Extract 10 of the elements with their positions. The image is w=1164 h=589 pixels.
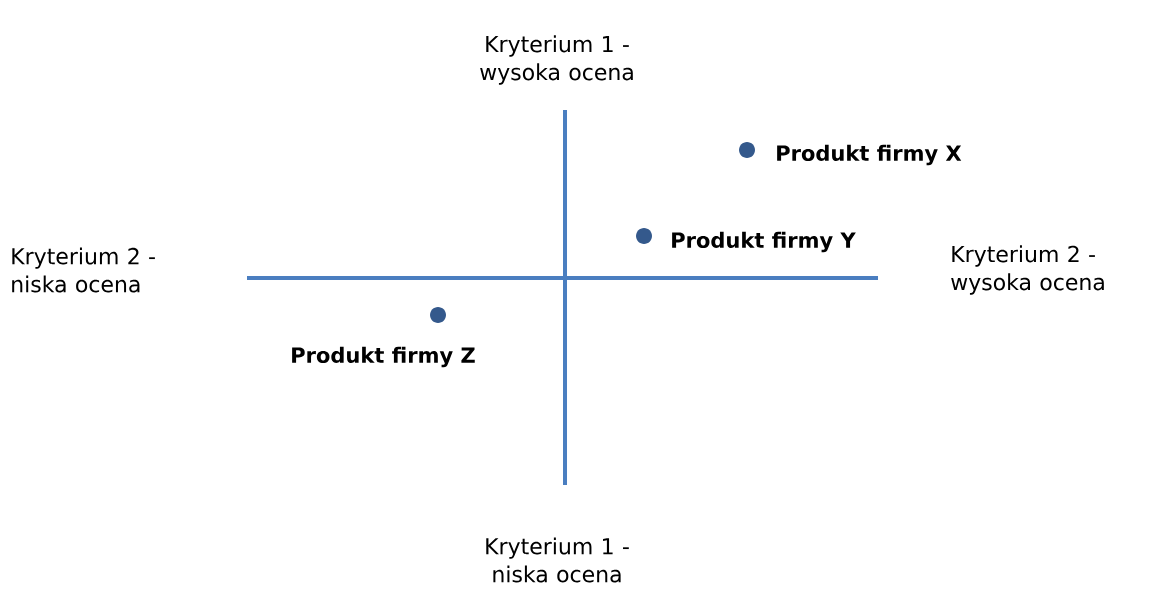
data-point <box>430 307 446 323</box>
axis-label: Kryterium 1 - niska ocena <box>486 537 629 583</box>
axis-label: Kryterium 2 - niska ocena <box>12 247 155 293</box>
point-label: Produkt firmy Z <box>292 346 475 368</box>
axis-label: Kryterium 2 - wysoka ocena <box>951 245 1104 295</box>
data-point <box>636 228 652 244</box>
point-label: Produkt firmy X <box>777 144 962 166</box>
data-point <box>739 142 755 158</box>
point-label: Produkt firmy Y <box>672 231 856 253</box>
axis-label: Kryterium 1 - wysoka ocena <box>480 35 633 85</box>
